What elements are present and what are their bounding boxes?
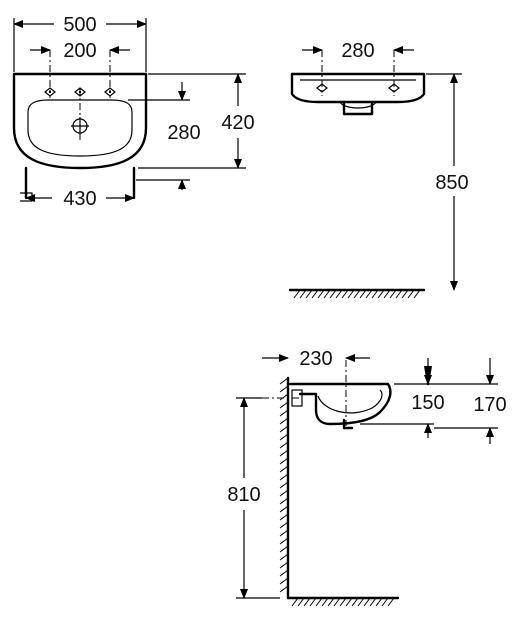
- basin-outline-front: [290, 72, 426, 116]
- dim-420-label: 420: [221, 112, 254, 134]
- tap-hole-icons: [44, 87, 116, 97]
- dim-280-front: 280: [302, 40, 414, 62]
- dim-230: 230: [262, 348, 370, 370]
- dim-200-label: 200: [63, 40, 96, 62]
- top-view: 500 200 430 420 280: [12, 14, 255, 210]
- basin-outline-top: [12, 72, 148, 202]
- dim-280-depth-label: 280: [167, 122, 200, 144]
- floor-side: [286, 596, 400, 607]
- dim-170: 170: [434, 358, 507, 444]
- dim-200: 200: [30, 40, 130, 62]
- dim-810: 810: [227, 397, 280, 599]
- dim-850: 850: [426, 73, 469, 291]
- front-view: 280 850: [288, 40, 469, 299]
- dim-500-label: 500: [63, 14, 96, 36]
- dim-430: 430: [25, 188, 135, 210]
- dim-500: 500: [13, 14, 147, 72]
- dim-150: 150: [360, 358, 445, 438]
- dim-430-label: 430: [63, 188, 96, 210]
- dim-280-front-label: 280: [341, 40, 374, 62]
- floor-front: [288, 288, 426, 299]
- dim-280-depth: 280: [128, 82, 201, 190]
- dim-150-label: 150: [411, 392, 444, 414]
- dim-850-label: 850: [435, 172, 468, 194]
- dim-230-label: 230: [299, 348, 332, 370]
- side-view: 230 150 170 810: [227, 348, 507, 607]
- dim-170-label: 170: [473, 394, 506, 416]
- dim-420: 420: [138, 73, 255, 169]
- basin-profile-side: [288, 382, 392, 430]
- dim-810-label: 810: [227, 484, 260, 506]
- wall: [279, 376, 290, 600]
